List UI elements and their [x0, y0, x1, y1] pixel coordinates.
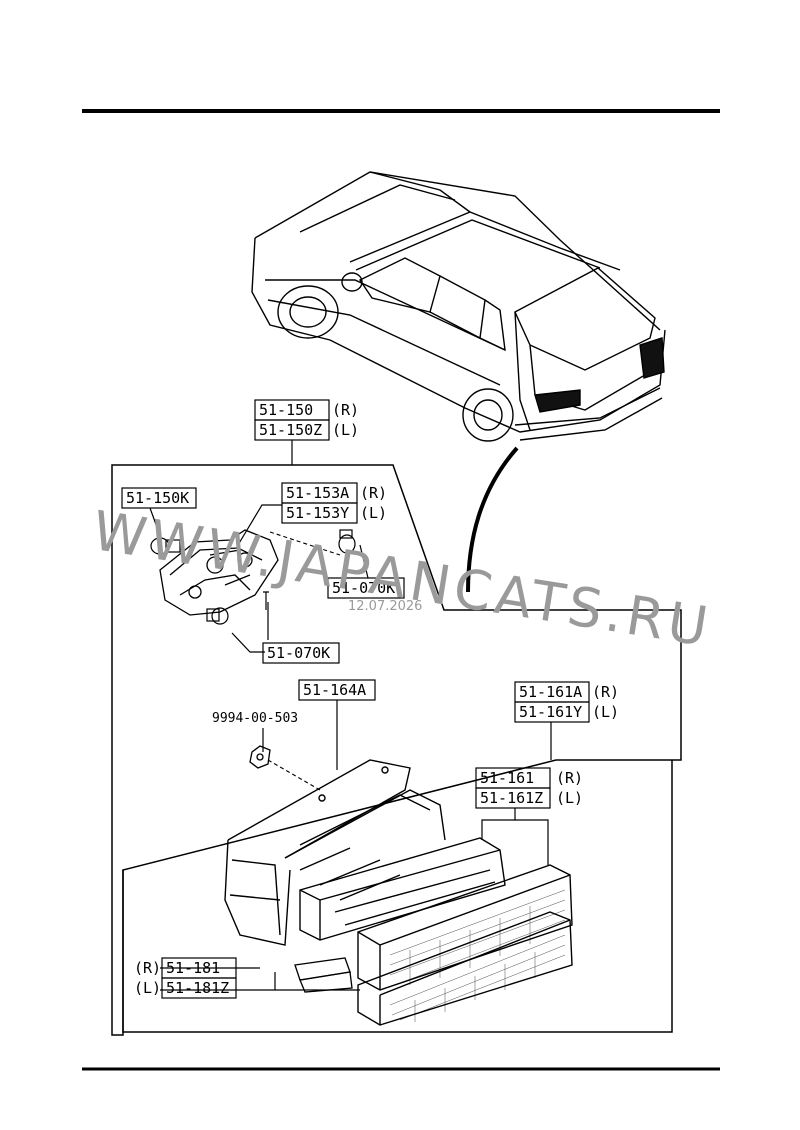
- side-r: (R): [592, 683, 619, 701]
- label-51-153: 51-153A (R) 51-153Y (L): [281, 482, 387, 524]
- callout-curve: [466, 446, 519, 593]
- part-51-153a: 51-153A: [286, 484, 349, 502]
- side-l: (L): [556, 789, 583, 807]
- outer-lens-lower: [357, 911, 573, 1026]
- side-r: (R): [556, 769, 583, 787]
- label-51-161: 51-161 (R) 51-161Z (L): [475, 767, 583, 809]
- label-51-150: 51-150 (R) 51-150Z (L): [254, 399, 359, 441]
- watermark: WWW.JAPANCATS.RU 12.07.2026: [88, 499, 716, 659]
- part-51-161a: 51-161A: [519, 683, 582, 701]
- leader-lines: [149, 440, 552, 991]
- side-l: (L): [360, 504, 387, 522]
- reflector: [299, 837, 506, 941]
- assembly-outline: [111, 464, 682, 1036]
- socket-assembly: [159, 529, 279, 616]
- outer-lens-upper: [357, 864, 573, 991]
- side-lens: [294, 957, 353, 993]
- part-51-070k: 51-070K: [332, 579, 395, 597]
- lamp-housing: [224, 759, 446, 946]
- nut-icon: [249, 745, 271, 769]
- side-r: (R): [332, 401, 359, 419]
- side-r: (R): [134, 959, 161, 977]
- part-51-153y: 51-153Y: [286, 504, 349, 522]
- label-51-164a: 51-164A: [298, 679, 376, 701]
- part-51-181z: 51-181Z: [166, 979, 229, 997]
- side-l: (L): [332, 421, 359, 439]
- part-51-150: 51-150: [259, 401, 313, 419]
- part-51-161: 51-161: [480, 769, 534, 787]
- side-l: (L): [134, 979, 161, 997]
- label-51-181: (R) 51-181 (L) 51-181Z: [134, 957, 237, 999]
- watermark-date: 12.07.2026: [348, 599, 422, 614]
- part-51-164a: 51-164A: [303, 681, 366, 699]
- car-illustration: [251, 171, 666, 442]
- label-51-070k-a: 51-070K: [327, 577, 405, 599]
- bulb-icons: [150, 529, 356, 625]
- part-51-150z: 51-150Z: [259, 421, 322, 439]
- part-51-070k: 51-070K: [267, 644, 330, 662]
- side-r: (R): [360, 484, 387, 502]
- label-51-150k: 51-150K: [121, 487, 197, 509]
- label-51-161a: 51-161A (R) 51-161Y (L): [514, 681, 619, 723]
- part-51-150k: 51-150K: [126, 489, 189, 507]
- lens-group-outline: [122, 760, 673, 1033]
- side-l: (L): [592, 703, 619, 721]
- part-51-161z: 51-161Z: [480, 789, 543, 807]
- part-51-181: 51-181: [166, 959, 220, 977]
- lens-hatching: [389, 889, 566, 1022]
- dashed-leaders: [267, 531, 341, 791]
- part-51-161y: 51-161Y: [519, 703, 582, 721]
- label-51-070k-b: 51-070K: [262, 642, 340, 664]
- part-9994-00-503: 9994-00-503: [212, 711, 298, 726]
- watermark-site: WWW.JAPANCATS.RU: [88, 499, 716, 659]
